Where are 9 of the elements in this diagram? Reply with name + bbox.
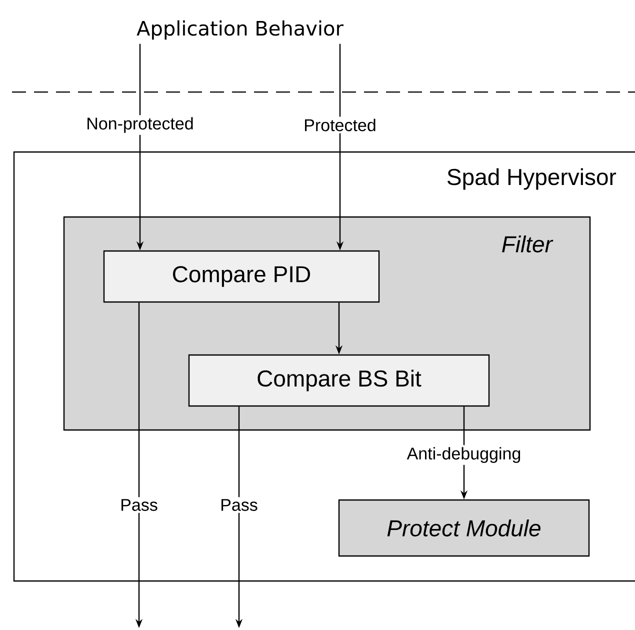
heading-text: Application Behavior — [136, 20, 344, 40]
edge-label: Pass — [218, 497, 260, 513]
edge-label: Non-protected — [84, 115, 196, 135]
process-box: Compare BS Bit — [188, 354, 490, 407]
edge-label: Protected — [302, 116, 378, 134]
process-box: Compare PID — [103, 250, 380, 303]
module-box: Protect Module — [338, 499, 590, 557]
edge-label: Pass — [118, 497, 160, 513]
edge-label: Anti-debugging — [404, 445, 524, 465]
